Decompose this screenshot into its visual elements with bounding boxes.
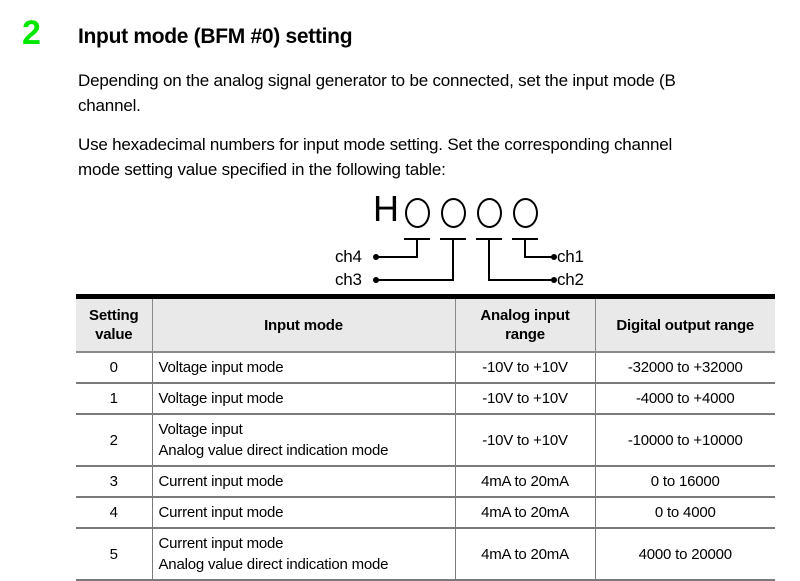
cell-setting-value: 1 xyxy=(76,383,153,415)
cell-setting-value: 3 xyxy=(76,466,153,498)
connector-dot-ch1 xyxy=(551,254,557,260)
cell-digital-output-range: 4000 to 20000 xyxy=(595,528,775,581)
channel-label-ch2: ch2 xyxy=(557,270,584,289)
table-row: 1 Voltage input mode -10V to +10V-4000 to … xyxy=(76,383,775,415)
connector-dot-ch2 xyxy=(551,277,557,283)
input-mode-line: Voltage input mode xyxy=(158,359,284,376)
connector-horizontal-ch2 xyxy=(488,279,554,281)
connector-vertical-ch1 xyxy=(524,238,526,257)
input-mode-line: Analog value direct indication mode xyxy=(158,556,389,573)
cell-digital-output-range: -32000 to +32000 xyxy=(595,352,775,384)
cell-analog-input-range: 4mA to 20mA xyxy=(455,528,596,581)
input-mode-line: Voltage input mode xyxy=(158,390,284,407)
connector-dot-ch3 xyxy=(373,277,379,283)
channel-label-ch3: ch3 xyxy=(335,270,362,289)
input-mode-line: Analog value direct indication mode xyxy=(158,442,389,459)
digit-circle-ch3 xyxy=(441,198,466,228)
channel-label-ch1: ch1 xyxy=(557,247,584,266)
column-header-digital-output-range: Digital output range xyxy=(595,296,775,353)
cell-digital-output-range: -4000 to +4000 xyxy=(595,383,775,415)
digit-circle-ch1 xyxy=(513,198,538,228)
hex-prefix-label: H xyxy=(373,188,399,229)
cell-setting-value: 2 xyxy=(76,414,153,467)
input-mode-table: Setting value Input mode Analog input ra… xyxy=(76,294,775,581)
connector-vertical-ch2 xyxy=(488,238,490,280)
digit-circle-ch4 xyxy=(405,198,430,228)
cell-analog-input-range: -10V to +10V xyxy=(455,383,596,415)
connector-vertical-ch3 xyxy=(452,238,454,280)
cell-setting-value: 0 xyxy=(76,352,153,384)
cell-digital-output-range: 0 to 16000 xyxy=(595,466,775,498)
cell-setting-value: 4 xyxy=(76,497,153,529)
input-mode-line: Current input mode xyxy=(158,535,284,552)
cell-analog-input-range: -10V to +10V xyxy=(455,414,596,467)
column-header-analog-input-range: Analog input range xyxy=(455,296,596,353)
step-number: 2 xyxy=(22,14,41,52)
cell-analog-input-range: 4mA to 20mA xyxy=(455,497,596,529)
cell-input-mode: Voltage input mode xyxy=(152,352,456,384)
cell-setting-value: 5 xyxy=(76,528,153,581)
input-mode-line: Voltage input xyxy=(158,421,243,438)
input-mode-line: Current input mode xyxy=(158,504,284,521)
intro-paragraph: Depending on the analog signal generator… xyxy=(78,71,676,115)
input-mode-line: Current input mode xyxy=(158,473,284,490)
table-row: 0 Voltage input mode -10V to +10V-32000 to… xyxy=(76,352,775,384)
column-header-setting-value: Setting value xyxy=(76,296,153,353)
cell-analog-input-range: -10V to +10V xyxy=(455,352,596,384)
connector-horizontal-ch3 xyxy=(376,279,454,281)
instruction-paragraph: Use hexadecimal numbers for input mode s… xyxy=(78,135,673,179)
cell-input-mode: Current input mode xyxy=(152,466,456,498)
hex-format-diagram: H ch4 ch3 ch1 ch2 xyxy=(335,188,590,290)
connector-horizontal-ch1 xyxy=(524,256,554,258)
column-header-input-mode: Input mode xyxy=(152,296,456,353)
cell-digital-output-range: 0 to 4000 xyxy=(595,497,775,529)
channel-label-ch4: ch4 xyxy=(335,247,362,266)
cell-analog-input-range: 4mA to 20mA xyxy=(455,466,596,498)
connector-dot-ch4 xyxy=(373,254,379,260)
connector-vertical-ch4 xyxy=(416,238,418,257)
page-title: Input mode (BFM #0) setting xyxy=(78,25,353,48)
digit-circle-ch2 xyxy=(477,198,502,228)
cell-digital-output-range: -10000 to +10000 xyxy=(595,414,775,467)
connector-horizontal-ch4 xyxy=(376,256,418,258)
table-header-row: Setting value Input mode Analog input ra… xyxy=(76,296,775,353)
cell-input-mode: Voltage input mode xyxy=(152,383,456,415)
section-heading: 2 Input mode (BFM #0) setting xyxy=(0,14,800,58)
cell-input-mode: Current input mode xyxy=(152,497,456,529)
